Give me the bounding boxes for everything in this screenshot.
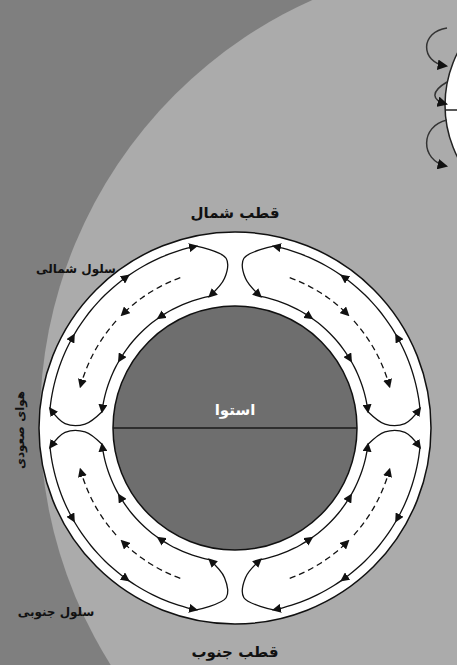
air-flow-arrow — [396, 335, 420, 409]
air-flow-arrow — [74, 521, 128, 580]
air-flow-arrow — [290, 541, 348, 578]
side-arrow — [435, 82, 447, 104]
air-flow-arrow — [368, 409, 420, 426]
atmosphere-ring — [39, 232, 431, 624]
air-flow-arrow — [122, 278, 180, 315]
equator-line — [113, 427, 357, 429]
pole-label: قطب شمال — [191, 204, 280, 222]
side-diagram — [445, 0, 457, 220]
cell-label: سلول جنوبی — [18, 605, 95, 619]
air-flow-arrow — [128, 246, 196, 276]
air-flow-arrow — [80, 469, 116, 535]
earth-circle: استوا — [112, 305, 358, 551]
air-flow-arrow — [242, 246, 273, 296]
side-arrow — [427, 120, 447, 166]
side-arrow — [427, 28, 447, 66]
air-flow-arrow — [354, 469, 390, 535]
air-flow-arrow — [50, 447, 74, 521]
air-flow-arrow — [74, 276, 128, 335]
air-flow-arrow — [354, 321, 390, 387]
earth-outline — [112, 305, 358, 551]
air-flow-arrow — [50, 431, 102, 448]
air-flow-arrow — [342, 521, 396, 580]
cell-label: سلول شمالی — [36, 262, 116, 276]
air-flow-arrow — [274, 246, 342, 276]
air-flow-arrow — [50, 409, 102, 426]
air-flow-arrow — [290, 278, 348, 315]
pole-label: قطب جنوب — [192, 643, 279, 661]
air-flow-arrow — [50, 335, 74, 409]
air-flow-arrow — [274, 580, 342, 610]
air-flow-arrow — [196, 560, 227, 610]
air-flow-arrow — [80, 321, 116, 387]
equator-label: استوا — [112, 401, 358, 419]
side-line — [446, 109, 457, 111]
air-flow-arrow — [396, 447, 420, 521]
background-disc — [40, 0, 457, 665]
air-flow-arrow — [196, 246, 227, 296]
air-flow-arrow — [122, 541, 180, 578]
air-flow-arrow — [128, 580, 196, 610]
air-flow-arrow — [242, 560, 273, 610]
air-flow-arrow — [342, 276, 396, 335]
air-flow-arrow — [368, 431, 420, 448]
rising-air-label: هوای صعودی — [13, 391, 27, 469]
earth-disc — [113, 306, 357, 550]
